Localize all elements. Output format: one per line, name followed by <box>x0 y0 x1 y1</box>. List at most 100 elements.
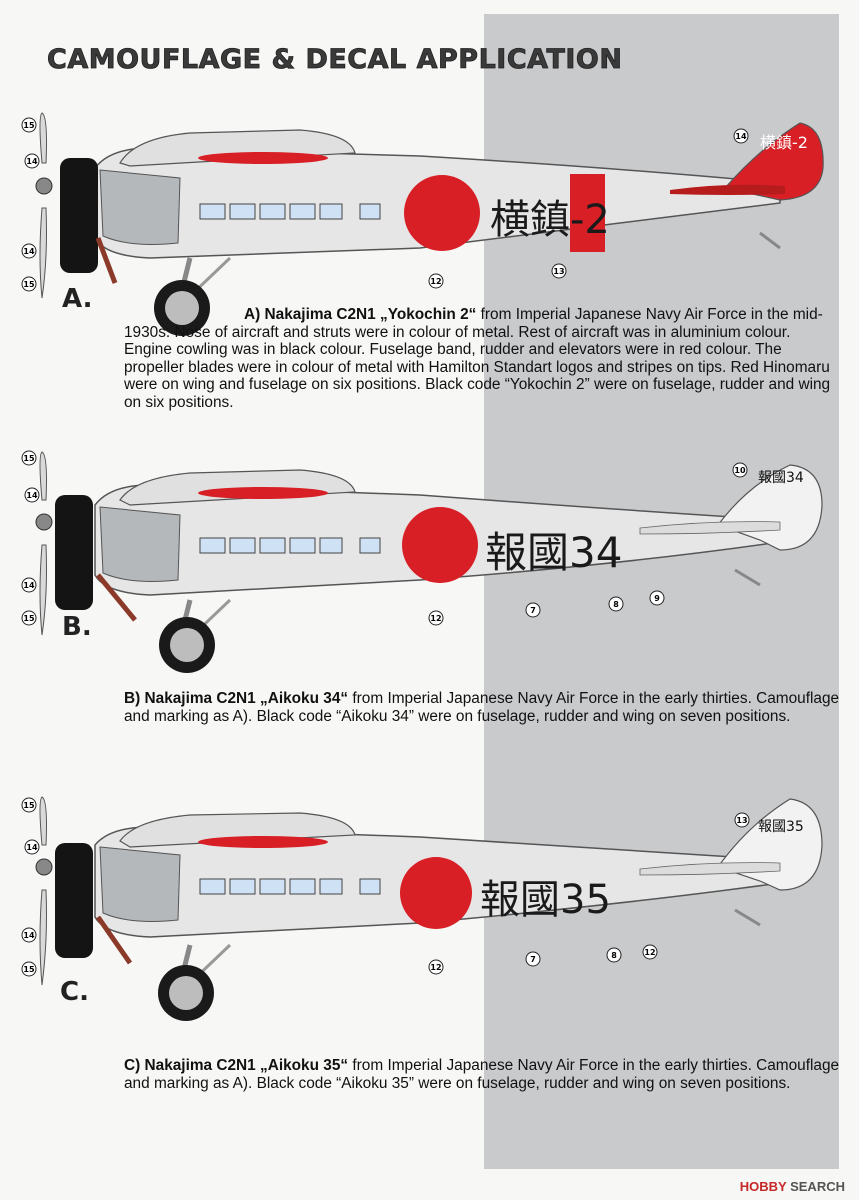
decal-marker <box>733 128 749 144</box>
decal-number: 14 <box>23 931 35 940</box>
decal-marker <box>21 276 37 292</box>
decal-number: 15 <box>23 965 35 974</box>
engine-cowling <box>55 495 93 610</box>
aircraft-letter-c: C. <box>60 977 89 1007</box>
tail-code: 報國34 <box>758 470 804 486</box>
caption-c-text: from Imperial Japanese Navy Air Force in… <box>124 1057 840 1092</box>
window <box>319 878 343 895</box>
propeller-blade-bottom <box>39 544 47 636</box>
caption-c: C) Nakajima C2N1 „Aikoku 35“ from Imperi… <box>124 1057 840 1092</box>
window <box>259 537 286 554</box>
window <box>199 878 226 895</box>
canopy <box>119 812 356 848</box>
decal-number: 15 <box>23 801 35 810</box>
decal-number: 15 <box>23 121 35 130</box>
decal-marker <box>21 797 37 813</box>
decal-number: 14 <box>23 247 35 256</box>
window <box>229 203 256 220</box>
fuselage-code: 報國35 <box>480 877 611 923</box>
window <box>199 203 226 220</box>
decal-number: 13 <box>553 267 564 276</box>
decal-marker <box>21 117 37 133</box>
propeller-hub <box>35 858 53 876</box>
decal-marker <box>732 462 748 478</box>
propeller-hub <box>35 177 53 195</box>
propeller-hub <box>35 513 53 531</box>
elevator <box>670 184 785 195</box>
wheel-hub <box>165 291 199 325</box>
decal-marker <box>21 610 37 626</box>
caption-c-title: C) Nakajima C2N1 „Aikoku 35“ <box>124 1057 349 1074</box>
nose-panel <box>99 169 181 245</box>
watermark-suffix: SEARCH <box>790 1179 845 1194</box>
wheel-hub <box>169 976 203 1010</box>
decal-marker <box>24 839 40 855</box>
decal-marker <box>642 944 658 960</box>
window <box>319 537 343 554</box>
caption-b-text: from Imperial Japanese Navy Air Force in… <box>124 690 840 725</box>
tail-fin <box>723 122 824 201</box>
decal-marker <box>21 961 37 977</box>
decal-number: 12 <box>430 614 441 623</box>
decal-number: 12 <box>430 277 441 286</box>
aircraft-b-illustration: 15 14 14 15 10 12 7 8 9 報國34 報國34 <box>21 450 823 673</box>
aircraft-letter-a: A. <box>62 284 93 314</box>
decal-number: 13 <box>736 816 747 825</box>
decal-number: 7 <box>530 606 536 615</box>
decal-marker <box>21 577 37 593</box>
watermark: HOBBY SEARCH <box>740 1179 845 1194</box>
decal-marker <box>608 596 624 612</box>
fuselage-hinomaru <box>402 507 478 583</box>
fuselage-hinomaru <box>400 857 472 929</box>
decal-marker <box>525 951 541 967</box>
window <box>319 203 343 220</box>
window <box>229 537 256 554</box>
exhaust-pipe <box>95 915 133 965</box>
wing-hinomaru <box>198 152 328 164</box>
decal-number: 8 <box>611 951 617 960</box>
window <box>289 203 316 220</box>
decal-marker <box>525 602 541 618</box>
decal-number: 14 <box>26 157 38 166</box>
wheel-hub <box>170 628 204 662</box>
decal-number: 10 <box>734 466 746 475</box>
aircraft-a-illustration: 15 14 14 15 14 12 13 横鎮-2 横鎮-2 <box>21 112 824 336</box>
decal-marker <box>21 450 37 466</box>
decal-number: 14 <box>26 843 38 852</box>
window <box>259 203 286 220</box>
decal-number: 9 <box>654 594 660 603</box>
exhaust-pipe <box>96 573 137 622</box>
tail-code: 横鎮-2 <box>760 133 808 152</box>
decal-marker <box>551 263 567 279</box>
wing-hinomaru <box>198 836 328 848</box>
exhaust-pipe <box>95 237 118 284</box>
caption-a: A) Nakajima C2N1 „Yokochin 2“ from Imper… <box>124 306 840 412</box>
fuselage-code: 横鎮-2 <box>490 197 610 243</box>
decal-number: 12 <box>644 948 655 957</box>
decal-marker <box>21 927 37 943</box>
fuselage-hinomaru <box>404 175 480 251</box>
tail-skid <box>759 231 781 250</box>
decal-marker <box>24 487 40 503</box>
propeller-blade-top <box>39 451 47 501</box>
decal-marker <box>21 243 37 259</box>
engine-cowling <box>55 843 93 958</box>
decal-number: 14 <box>26 491 38 500</box>
propeller-blade-top <box>39 112 47 164</box>
fuselage-code: 報國34 <box>485 528 622 577</box>
decal-number: 14 <box>735 132 747 141</box>
window <box>359 203 381 220</box>
window <box>289 878 316 895</box>
tail-skid <box>734 908 761 927</box>
fuselage-band <box>570 174 605 252</box>
tail-code: 報國35 <box>758 819 804 835</box>
propeller-blade-bottom <box>39 207 47 299</box>
window <box>199 537 226 554</box>
elevator <box>639 862 781 876</box>
decal-number: 15 <box>23 614 35 623</box>
decal-number: 15 <box>23 454 35 463</box>
window <box>359 537 381 554</box>
wing-hinomaru <box>198 487 328 499</box>
tail-skid <box>734 568 761 587</box>
aircraft-letter-b: B. <box>62 612 92 642</box>
